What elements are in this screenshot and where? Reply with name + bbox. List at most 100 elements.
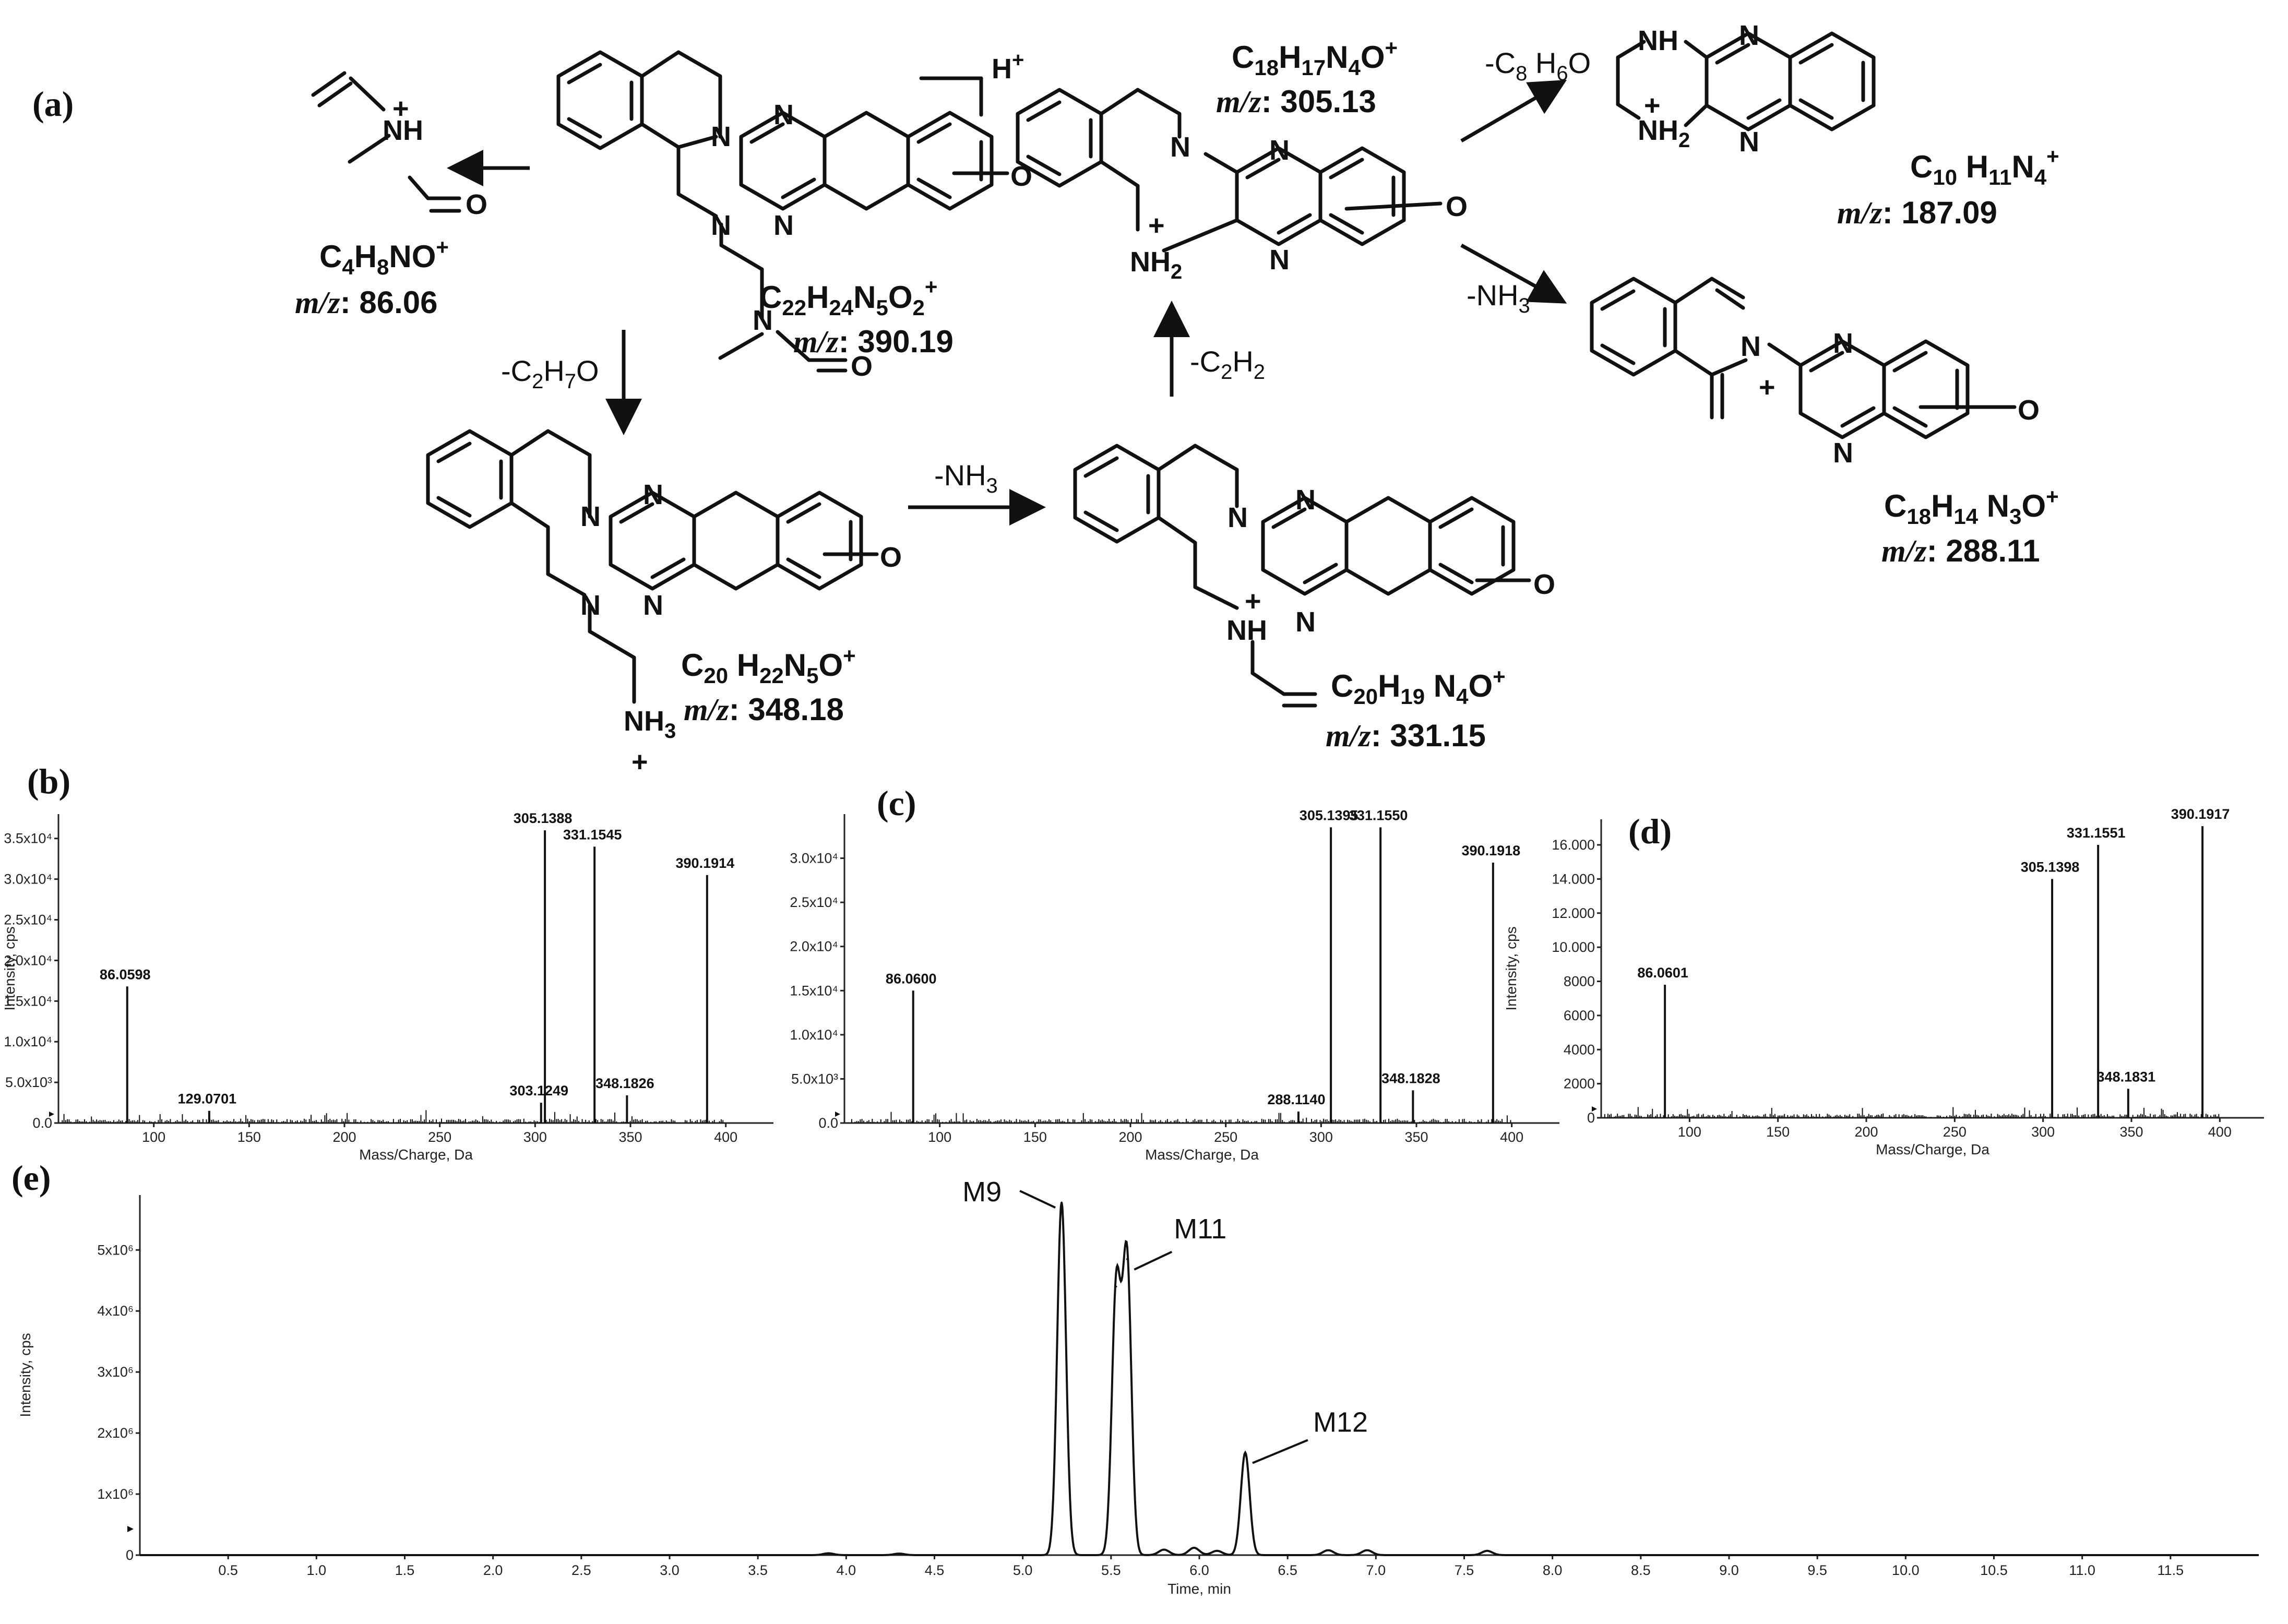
x-tick-label: 11.0 xyxy=(2069,1562,2095,1578)
atom-n: N xyxy=(1269,244,1290,276)
atom-n: N xyxy=(753,305,773,336)
chromatogram-peak xyxy=(898,1553,900,1555)
peak-label: 86.0600 xyxy=(886,971,937,986)
x-tick-label: 10.5 xyxy=(1980,1562,2008,1578)
x-tick-label: 1.5 xyxy=(395,1562,415,1578)
y-tick-label: 5x10⁶ xyxy=(97,1242,134,1258)
panel-a-label: (a) xyxy=(32,84,74,124)
x-tick-label: 350 xyxy=(1404,1129,1428,1145)
atom-n: N xyxy=(643,479,663,510)
x-tick-label: 1.0 xyxy=(307,1562,327,1578)
y-tick-label: 16.000 xyxy=(1552,837,1595,853)
fragment-348-structure xyxy=(426,429,879,704)
atom-n: N xyxy=(1739,126,1759,158)
atom-n: N xyxy=(1170,132,1190,163)
y-tick-label: 2.0x10⁴ xyxy=(4,952,52,968)
peak-label: 86.0601 xyxy=(1637,965,1688,981)
x-tick-label: 9.0 xyxy=(1719,1562,1739,1578)
atom-o: O xyxy=(851,351,873,382)
x-tick-label: 300 xyxy=(2031,1124,2055,1140)
y-tick-label: 1.5x10⁴ xyxy=(790,983,838,998)
atom-nh-plus: NH xyxy=(383,115,423,146)
atom-n: N xyxy=(711,210,731,241)
mz-288: m/z: 288.11 xyxy=(1881,533,2040,568)
atom-n: N xyxy=(643,590,663,621)
y-tick-label: 12.000 xyxy=(1552,905,1595,921)
peak-label: 390.1918 xyxy=(1462,843,1521,858)
y-tick-label: 4000 xyxy=(1564,1042,1595,1057)
charge-plus: + xyxy=(1759,372,1775,403)
x-tick-label: 400 xyxy=(2208,1124,2232,1140)
atom-n: N xyxy=(580,501,601,532)
y-tick-label: 2.5x10⁴ xyxy=(4,912,52,928)
x-tick-label: 250 xyxy=(1214,1129,1237,1145)
baseline-noise xyxy=(62,1110,725,1123)
x-tick-label: 400 xyxy=(1500,1129,1523,1145)
peak-label: 348.1828 xyxy=(1381,1070,1440,1086)
atom-nh2: NH2 xyxy=(1638,115,1690,152)
x-tick-label: 9.5 xyxy=(1807,1562,1827,1578)
y-tick-label: 5.0x10³ xyxy=(791,1071,838,1086)
x-axis-title: Time, min xyxy=(1167,1581,1231,1597)
atom-n: N xyxy=(1833,328,1853,359)
atom-n: N xyxy=(1833,437,1853,469)
charge-plus: + xyxy=(1148,210,1165,241)
y-tick-label: 1x10⁶ xyxy=(97,1486,134,1502)
y-tick-label: 10.000 xyxy=(1552,939,1595,955)
formula-187: C10 H11N4+ xyxy=(1910,144,2059,189)
x-tick-label: 2.0 xyxy=(483,1562,503,1578)
peak-label: 305.1398 xyxy=(2021,859,2080,875)
x-tick-label: 10.0 xyxy=(1892,1562,1920,1578)
loss-c2h7o: -C2H7O xyxy=(501,354,599,393)
chromatogram-peak xyxy=(1216,1550,1218,1552)
chromatogram-peak xyxy=(1193,1547,1195,1549)
x-tick-label: 100 xyxy=(142,1129,165,1145)
x-tick-label: 150 xyxy=(1766,1124,1790,1140)
atom-n: N xyxy=(711,121,731,152)
loss-c8h6o: -C8 H6O xyxy=(1485,46,1591,85)
atom-nh3: NH3 xyxy=(624,706,676,743)
mz-86: m/z: 86.06 xyxy=(295,285,438,320)
charge-plus: + xyxy=(631,746,648,778)
spectrum-b-chart: (b)0.05.0x10³1.0x10⁴1.5x10⁴2.0x10⁴2.5x10… xyxy=(2,761,773,1163)
atom-o: O xyxy=(1446,191,1468,222)
panel-label: (b) xyxy=(27,761,70,801)
x-tick-label: 250 xyxy=(428,1129,451,1145)
x-axis-title: Mass/Charge, Da xyxy=(359,1147,473,1163)
baseline-noise xyxy=(1604,1107,2220,1118)
formula-288: C18H14 N3O+ xyxy=(1884,484,2059,529)
x-tick-label: 100 xyxy=(928,1129,951,1145)
x-axis-title: Mass/Charge, Da xyxy=(1145,1147,1259,1163)
peak-label: 390.1914 xyxy=(676,855,735,871)
y-tick-label: 4x10⁶ xyxy=(97,1303,134,1319)
y-tick-label: 1.5x10⁴ xyxy=(4,993,52,1009)
panel-label: (c) xyxy=(877,783,916,823)
x-tick-label: 350 xyxy=(618,1129,642,1145)
y-tick-label: 0 xyxy=(1587,1110,1595,1126)
atom-o: O xyxy=(2018,395,2040,426)
chromatogram-trace xyxy=(140,1202,2259,1556)
fragment-86-structure xyxy=(311,71,461,213)
chromatogram-peak xyxy=(1163,1548,1165,1550)
y-tick-label: 3.0x10⁴ xyxy=(790,851,838,866)
formula-331: C20H19 N4O+ xyxy=(1331,664,1506,709)
mz-331: m/z: 331.15 xyxy=(1326,718,1486,753)
peak-label: 348.1831 xyxy=(2097,1069,2156,1084)
spectrum-d-chart: (d)0200040006000800010.00012.00014.00016… xyxy=(1503,806,2264,1157)
peak-label: 305.1388 xyxy=(514,810,573,826)
atom-n: N xyxy=(1269,135,1290,166)
y-tick-label: 2.0x10⁴ xyxy=(790,939,838,954)
charge-plus: + xyxy=(392,93,409,124)
charge-plus: + xyxy=(1644,90,1661,121)
parent-structure xyxy=(556,50,1009,373)
formula-86: C4H8NO+ xyxy=(319,235,449,279)
peak-label: M12 xyxy=(1313,1407,1368,1438)
x-tick-label: 2.5 xyxy=(571,1562,591,1578)
fragment-288-structure xyxy=(1590,277,2017,439)
peak-label: 331.1545 xyxy=(563,827,622,842)
x-tick-label: 300 xyxy=(523,1129,547,1145)
y-tick-label: 2x10⁶ xyxy=(97,1425,134,1441)
atom-nh: NH xyxy=(1638,25,1678,56)
atom-n: N xyxy=(1295,606,1316,638)
peak-label: 348.1826 xyxy=(595,1076,654,1091)
